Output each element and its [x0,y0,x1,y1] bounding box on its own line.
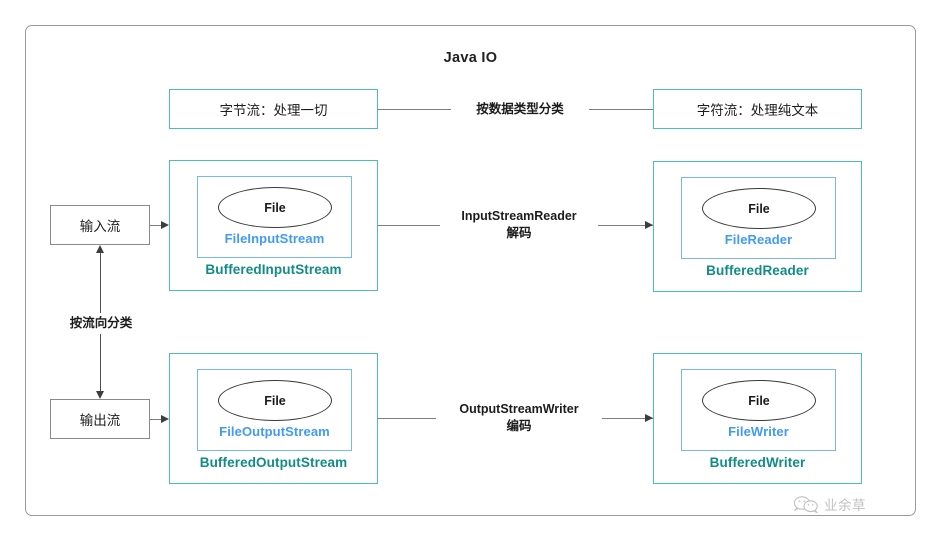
file-node-ellipse: File [702,188,816,229]
byte-stream-label: 字节流：处理一切 [219,103,328,118]
char-stream-box: 字符流：处理纯文本 [653,89,862,129]
buffered-output-stream-box: File FileOutputStream BufferedOutputStre… [169,353,378,484]
file-writer-box: File FileWriter [681,369,836,451]
direction-arrow-up-icon [96,245,104,253]
direction-connector-label: 按流向分类 [46,313,156,334]
direction-arrow-down-icon [96,391,104,399]
outputstreamwriter-arrow-icon [645,413,653,422]
input-to-bis-arrow-icon [161,220,169,229]
output-stream-box: 输出流 [50,399,150,439]
watermark: 业余草 [793,494,866,514]
datatype-connector-label: 按数据类型分类 [451,101,589,118]
file-input-stream-box: File FileInputStream [197,176,352,258]
input-to-bis-line [150,225,162,226]
buffered-output-stream-label: BufferedOutputStream [199,455,348,470]
char-stream-label: 字符流：处理纯文本 [696,103,819,118]
inputstreamreader-label-line2: 解码 [506,226,532,240]
buffered-input-stream-box: File FileInputStream BufferedInputStream [169,160,378,291]
buffered-input-stream-label: BufferedInputStream [205,262,342,277]
buffered-writer-label: BufferedWriter [709,455,806,470]
buffered-reader-box: File FileReader BufferedReader [653,161,862,292]
inputstreamreader-arrow-icon [645,220,653,229]
watermark-text: 业余草 [824,498,866,513]
buffered-writer-box: File FileWriter BufferedWriter [653,353,862,484]
input-stream-box: 输入流 [50,205,150,245]
outputstreamwriter-label: OutputStreamWriter 编码 [436,401,602,435]
inputstreamreader-label: InputStreamReader 解码 [440,208,598,242]
byte-stream-box: 字节流：处理一切 [169,89,378,129]
buffered-reader-label: BufferedReader [706,263,809,278]
file-input-stream-label: FileInputStream [224,231,325,246]
file-output-stream-box: File FileOutputStream [197,369,352,451]
file-reader-box: File FileReader [681,177,836,259]
wechat-icon [793,495,819,514]
file-reader-label: FileReader [724,232,793,247]
file-node-ellipse: File [218,380,332,421]
file-node-ellipse: File [702,380,816,421]
output-to-bos-arrow-icon [161,414,169,423]
diagram-title: Java IO [443,50,498,66]
outputstreamwriter-label-line2: 编码 [506,419,532,433]
file-output-stream-label: FileOutputStream [219,424,330,439]
file-writer-label: FileWriter [728,424,789,439]
output-to-bos-line [150,419,162,420]
outputstreamwriter-label-line1: OutputStreamWriter [459,402,579,416]
inputstreamreader-label-line1: InputStreamReader [461,209,577,223]
file-node-ellipse: File [218,187,332,228]
